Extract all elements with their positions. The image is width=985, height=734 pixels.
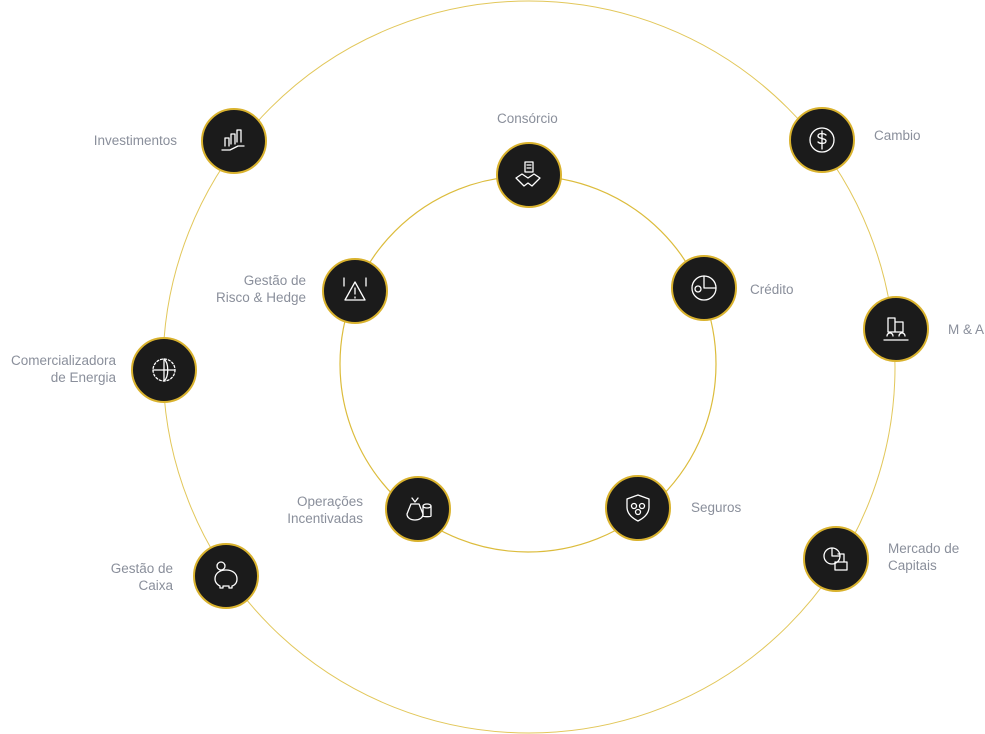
piggy-bank-icon <box>214 561 238 589</box>
globe-energy-icon <box>152 358 176 382</box>
label-ma[interactable]: M & A <box>948 322 985 337</box>
credit-pie-icon <box>691 275 717 301</box>
node-risco[interactable] <box>322 258 388 324</box>
label-risco[interactable]: Gestão de Risco & Hedge <box>215 273 306 305</box>
node-seguros[interactable] <box>605 475 671 541</box>
node-consorcio[interactable] <box>496 142 562 208</box>
node-investimentos[interactable] <box>201 108 267 174</box>
node-cambio[interactable] <box>789 107 855 173</box>
money-bag-coins-icon <box>406 497 432 521</box>
node-operacoes[interactable] <box>385 476 451 542</box>
label-capitais[interactable]: Mercado de Capitais <box>888 541 960 573</box>
buildings-people-icon <box>883 317 909 341</box>
label-credito[interactable]: Crédito <box>750 282 794 297</box>
node-energia[interactable] <box>131 337 197 403</box>
handshake-building-icon <box>515 161 541 187</box>
label-investimentos[interactable]: Investimentos <box>93 133 177 148</box>
node-capitais[interactable] <box>803 526 869 592</box>
label-caixa[interactable]: Gestão de Caixa <box>110 561 173 593</box>
node-ma[interactable] <box>863 296 929 362</box>
node-credito[interactable] <box>671 255 737 321</box>
label-consorcio[interactable]: Consórcio <box>497 111 558 126</box>
debt-chart-icon <box>823 547 848 571</box>
growth-chart-hand-icon <box>221 129 245 151</box>
dollar-exchange-icon <box>809 127 835 153</box>
node-caixa[interactable] <box>193 543 259 609</box>
shield-people-icon <box>626 494 650 522</box>
label-seguros[interactable]: Seguros <box>691 500 742 515</box>
risk-warning-icon <box>343 277 367 301</box>
label-operacoes[interactable]: Operações Incentivadas <box>287 494 363 526</box>
label-cambio[interactable]: Cambio <box>874 128 921 143</box>
label-energia[interactable]: Comercializadora de Energia <box>10 353 116 385</box>
